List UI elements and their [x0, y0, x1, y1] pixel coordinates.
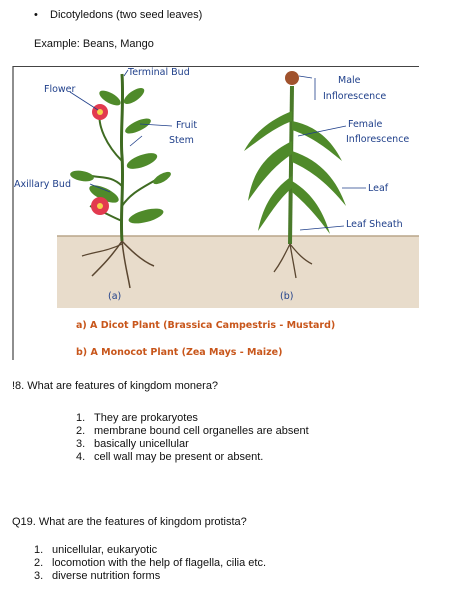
plant-diagram: Terminal Bud Flower Fruit Stem Axillary … [12, 66, 419, 360]
label-axillary-bud: Axillary Bud [14, 179, 71, 190]
bullet-icon: • [34, 9, 38, 21]
monocot-plant [244, 71, 346, 279]
list-item: 1.unicellular, eukaryotic [34, 544, 158, 556]
caption-monocot: b) A Monocot Plant (Zea Mays - Maize) [76, 347, 282, 358]
label-male: Male [338, 75, 361, 86]
list-item: 1.They are prokaryotes [76, 412, 198, 424]
list-item: 2.locomotion with the help of flagella, … [34, 557, 267, 569]
q19-question: Q19. What are the features of kingdom pr… [12, 516, 247, 528]
label-a: (a) [108, 291, 121, 302]
label-fruit: Fruit [176, 120, 197, 131]
bullet-text: Dicotyledons (two seed leaves) [50, 9, 203, 21]
dicot-leaves [70, 87, 171, 224]
plant-diagram-svg: Terminal Bud Flower Fruit Stem Axillary … [12, 66, 419, 360]
label-inflorescence-female: Inflorescence [346, 134, 409, 145]
label-leaf-sheath: Leaf Sheath [346, 219, 403, 230]
label-inflorescence-male: Inflorescence [323, 91, 386, 102]
list-item: 3.basically unicellular [76, 438, 189, 450]
list-item: 3.diverse nutrition forms [34, 570, 161, 582]
label-terminal-bud: Terminal Bud [127, 67, 190, 78]
label-female: Female [348, 119, 383, 130]
list-item: 4.cell wall may be present or absent. [76, 451, 264, 463]
example-text: Example: Beans, Mango [34, 38, 154, 50]
dicot-flowers [91, 104, 109, 215]
caption-dicot: a) A Dicot Plant (Brassica Campestris - … [76, 320, 335, 331]
q19-list: 1.unicellular, eukaryotic 2.locomotion w… [34, 544, 266, 583]
q18-list: 1.They are prokaryotes 2.membrane bound … [76, 412, 309, 464]
bullet-item: • Dicotyledons (two seed leaves) [34, 9, 202, 22]
label-b: (b) [280, 291, 293, 302]
list-item: 2.membrane bound cell organelles are abs… [76, 425, 309, 437]
label-leaf: Leaf [368, 183, 389, 194]
label-flower: Flower [44, 84, 76, 95]
q18-question: !8. What are features of kingdom monera? [12, 380, 219, 392]
label-stem: Stem [169, 135, 194, 146]
